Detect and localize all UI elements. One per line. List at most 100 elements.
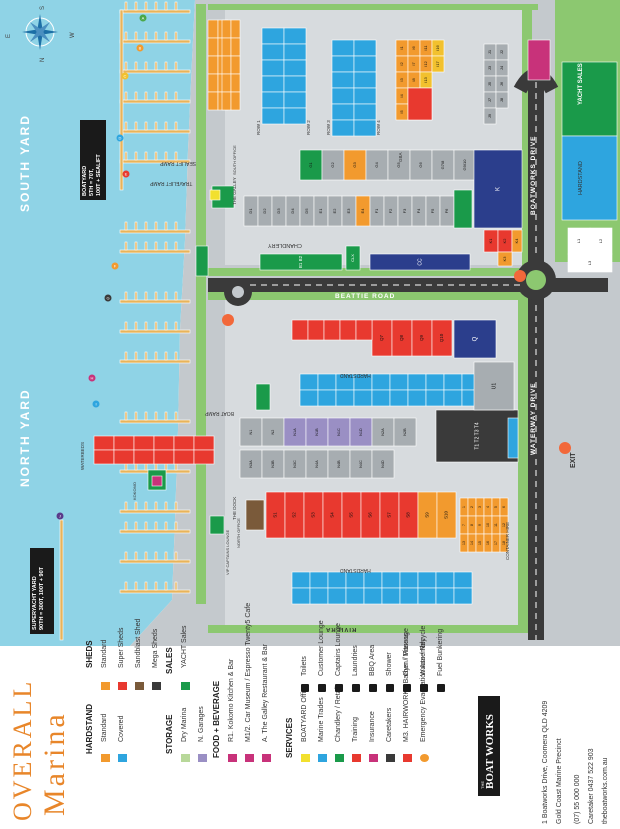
shed-S9-label: S9 [425,512,430,518]
row-1-label: ROW 1 [256,120,261,135]
legend-amenity-6: Gym / Fitness [403,632,410,676]
row-block-0-1-1 [283,43,307,61]
hardstand-riv-1-2 [327,587,347,605]
south-unit-b-3 [230,37,241,57]
shed-N3C-label: N3C [293,460,297,468]
finger-0-3 [154,1,158,11]
shed-G2-label: G2 [330,162,335,168]
finger-3-1 [134,91,138,101]
exit-label: EXIT [570,452,577,468]
finger-8-3 [154,291,158,301]
shed-F6-label: F6 [444,208,449,213]
finger-15-1 [134,551,138,561]
finger-3-5 [174,91,178,101]
legend-food-kokomo: R1. Kokomo Kitchen & Bar [228,658,235,742]
legend-amenity-icon-6 [403,684,411,692]
gba-label: GBA [398,152,403,162]
legend-amenity-icon-8 [437,684,445,692]
container-5-label: 5 [494,506,498,508]
shed-brewery [255,383,271,411]
waterbed-0-4 [173,435,195,451]
south-yard-label: SOUTH YARD [18,113,32,212]
legend-swatch-hardstand-covered [118,754,127,762]
shed-CC [369,253,471,271]
finger-6-0 [124,221,128,231]
shed-K4-label: K4 [514,238,519,244]
hardstand-mid-1-1 [317,389,337,407]
shed-G7/8-label: G7/8 [440,160,445,169]
unit-I1-label: I1 [399,46,404,50]
finger-4-0 [124,121,128,131]
shed-S3-label: S3 [311,512,316,518]
hardstand-riv-0-7 [417,571,437,589]
shed-E3-label: E3 [346,208,351,214]
row-block-1-0-0 [331,39,355,57]
finger-3-2 [144,91,148,101]
hardstand-riv-1-0 [291,587,311,605]
shed-Q7-label: Q7 [379,335,384,342]
finger-10-3 [154,351,158,361]
pontoon-8 [119,299,191,304]
shed-S4-label: S4 [330,512,335,518]
shed-E1-label: E1 [318,208,323,214]
legend-food-museum: M1/2. Car Museum / Espresso Twenty5 Cafe [245,602,252,742]
legend-amenity-icon-0 [301,684,309,692]
finger-13-2 [144,501,148,511]
unit-I13-label: I13 [423,76,428,82]
legend-amenity-7: Waste / Recycle [420,625,427,676]
hardstand-mid-0-0 [299,373,319,391]
compass-w: W [70,32,76,38]
container-9-label: 9 [478,524,482,526]
dock-marker-J: J [56,512,64,520]
row-block-0-0-5 [261,107,285,125]
legend-amenity-icon-7 [420,684,428,692]
shed-N4D-label: N4D [381,460,385,468]
finger-13-4 [164,501,168,511]
legend-sales-heading: SALES [165,647,174,674]
finger-5-4 [164,151,168,161]
south-unit-b-2 [221,37,232,57]
unit-I5-label: I5 [399,110,404,114]
shed-S2-label: S2 [292,512,297,518]
shed-L1-label: L1 [576,238,581,243]
dock-block [209,515,225,535]
hardstand-right-label: HARDSTAND [578,161,584,195]
pontoon-9 [119,329,191,334]
finger-8-2 [144,291,148,301]
unit-I4-label: I4 [399,94,404,98]
waterway-drive-label: WATERWAY DRIVE [530,382,537,455]
emergency-assembly-point-2 [559,442,571,454]
legend-swatch-sales [181,682,190,690]
hardstand-mid-0-5 [389,373,409,391]
unit-I6-label: I6 [411,46,416,50]
galley-yellow [209,189,221,201]
legend-amenity-2: Captains Lounge [335,623,342,676]
south-unit-b-9 [230,91,241,111]
dock-marker-H: H [88,374,96,382]
waterbed-0-3 [153,435,175,451]
legend-food-galley: A. The Galley Restaurant & Bar [262,644,269,742]
finger-7-2 [144,241,148,251]
shed-K1-label: K1 [488,238,493,244]
shed-S8-label: S8 [406,512,411,518]
shed-L3-label: L3 [587,260,592,265]
finger-3-4 [164,91,168,101]
waterbed-1-4 [173,449,195,465]
shed-F5-label: F5 [430,208,435,213]
row-block-1-1-4 [353,103,377,121]
container-11-label: 11 [494,523,498,527]
boatyard-office-block [527,39,551,81]
legend-title-overall: OVERALL [8,678,37,821]
finger-9-3 [154,321,158,331]
container-6-label: 6 [502,506,506,508]
boatyard-callout: BOATYARD 5TH = 70T, 100T + SEALIFT [80,120,106,200]
hardstand-riv-0-5 [381,571,401,589]
hardstand-mid-1-2 [335,389,355,407]
pontoon-10 [119,359,191,364]
unit-J5-label: J5 [487,81,492,86]
address-line-1: 1 Boatworks Drive, Coomera QLD 4209 [542,700,549,824]
shed-S1-label: S1 [273,512,278,518]
shed-D5-label: D5 [304,208,309,214]
